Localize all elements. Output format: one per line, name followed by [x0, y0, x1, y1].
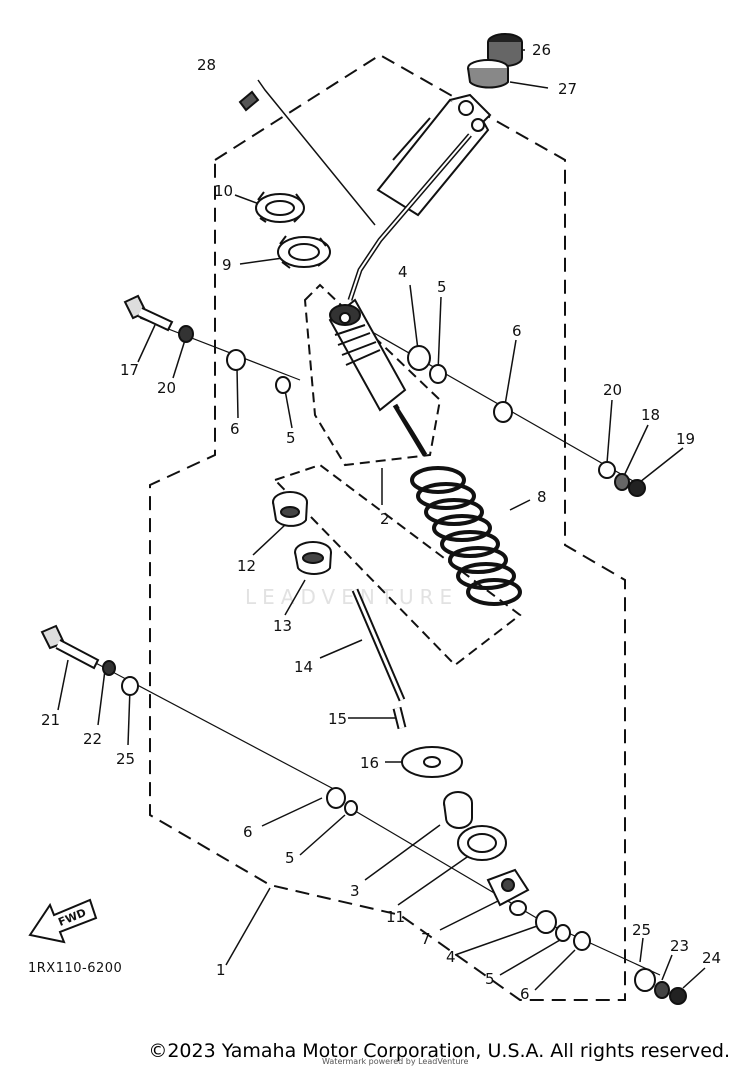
callout-17: 17: [120, 361, 139, 379]
reservoir-tank: [376, 93, 492, 217]
callout-21: 21: [41, 711, 60, 729]
collar-6-left: [226, 349, 246, 371]
nut-24: [669, 987, 687, 1005]
collar-6-lower: [573, 931, 591, 951]
callout-19: 19: [676, 430, 695, 448]
spring-guide-13: [294, 541, 332, 575]
callout-5-upper: 5: [437, 278, 447, 296]
lower-clevis: [486, 868, 530, 916]
callout-6-left: 6: [230, 420, 240, 438]
forward-arrow-icon: [28, 898, 98, 944]
spring-seat-12: [272, 491, 308, 527]
reservoir-ring: [467, 59, 509, 89]
callout-25-left: 25: [116, 750, 135, 768]
callout-5-left: 5: [286, 429, 296, 447]
assembly-boundary: [149, 53, 626, 1001]
bleed-screw: [238, 90, 260, 112]
oil-seal-11: [457, 825, 507, 861]
coil-spring: [410, 466, 522, 606]
callout-7: 7: [421, 930, 431, 948]
callout-22: 22: [83, 730, 102, 748]
watermark-credit: Watermark powered by LeadVenture: [322, 1057, 469, 1066]
washer-20-left: [178, 325, 194, 343]
damper-body: [328, 298, 429, 457]
upper-bolt: [123, 294, 174, 332]
washer-18: [614, 473, 630, 491]
washer-20-right: [598, 461, 616, 479]
nut-19: [628, 479, 646, 497]
bushing-4-lower: [535, 910, 557, 934]
callout-1: 1: [216, 961, 226, 979]
callout-14: 14: [294, 658, 313, 676]
washer-23: [654, 981, 670, 999]
callout-4-upper: 4: [398, 263, 408, 281]
diagram-part-code: 1RX110-6200: [28, 961, 122, 976]
copyright-notice: ©2023 Yamaha Motor Corporation, U.S.A. A…: [148, 1040, 730, 1062]
callout-6-upper: 6: [512, 322, 522, 340]
lock-nut: [255, 191, 305, 223]
watermark: LEADVENTURE: [245, 585, 459, 609]
callout-10: 10: [214, 182, 233, 200]
oring-5-lower: [555, 924, 571, 942]
callout-6-lower: 6: [520, 985, 530, 1003]
callout-5-mid: 5: [285, 849, 295, 867]
callout-6-mid: 6: [243, 823, 253, 841]
callout-23: 23: [670, 937, 689, 955]
callout-26: 26: [532, 41, 551, 59]
callout-16: 16: [360, 754, 379, 772]
collar-6-mid: [326, 787, 346, 809]
washer-22: [102, 660, 116, 676]
callout-2: 2: [380, 510, 390, 528]
callout-20-left: 20: [157, 379, 176, 397]
callout-8: 8: [537, 488, 547, 506]
washer-25-right: [634, 968, 656, 992]
callout-24: 24: [702, 949, 721, 967]
callout-27: 27: [558, 80, 577, 98]
oring-5-upper: [429, 364, 447, 384]
washer-25-left: [121, 676, 139, 696]
callout-15: 15: [328, 710, 347, 728]
callout-12: 12: [237, 557, 256, 575]
damper-subassembly-box: [303, 283, 442, 467]
collar-6-upper: [493, 401, 513, 423]
callout-28: 28: [197, 56, 216, 74]
bushing-3: [443, 791, 473, 829]
callout-3: 3: [350, 882, 360, 900]
lower-bolt: [40, 624, 100, 670]
callout-20-right: 20: [603, 381, 622, 399]
spring-subassembly-box: [273, 463, 522, 667]
callout-11: 11: [386, 908, 405, 926]
callout-9: 9: [222, 256, 232, 274]
callout-5-lower: 5: [485, 970, 495, 988]
callout-13: 13: [273, 617, 292, 635]
oring-5-left: [275, 376, 291, 394]
callout-25-right: 25: [632, 921, 651, 939]
oring-5-mid: [344, 800, 358, 816]
callout-18: 18: [641, 406, 660, 424]
washer-16: [401, 746, 463, 778]
bushing-4-upper: [407, 345, 431, 371]
callout-4-lower: 4: [446, 948, 456, 966]
adjuster-nut: [277, 235, 331, 269]
